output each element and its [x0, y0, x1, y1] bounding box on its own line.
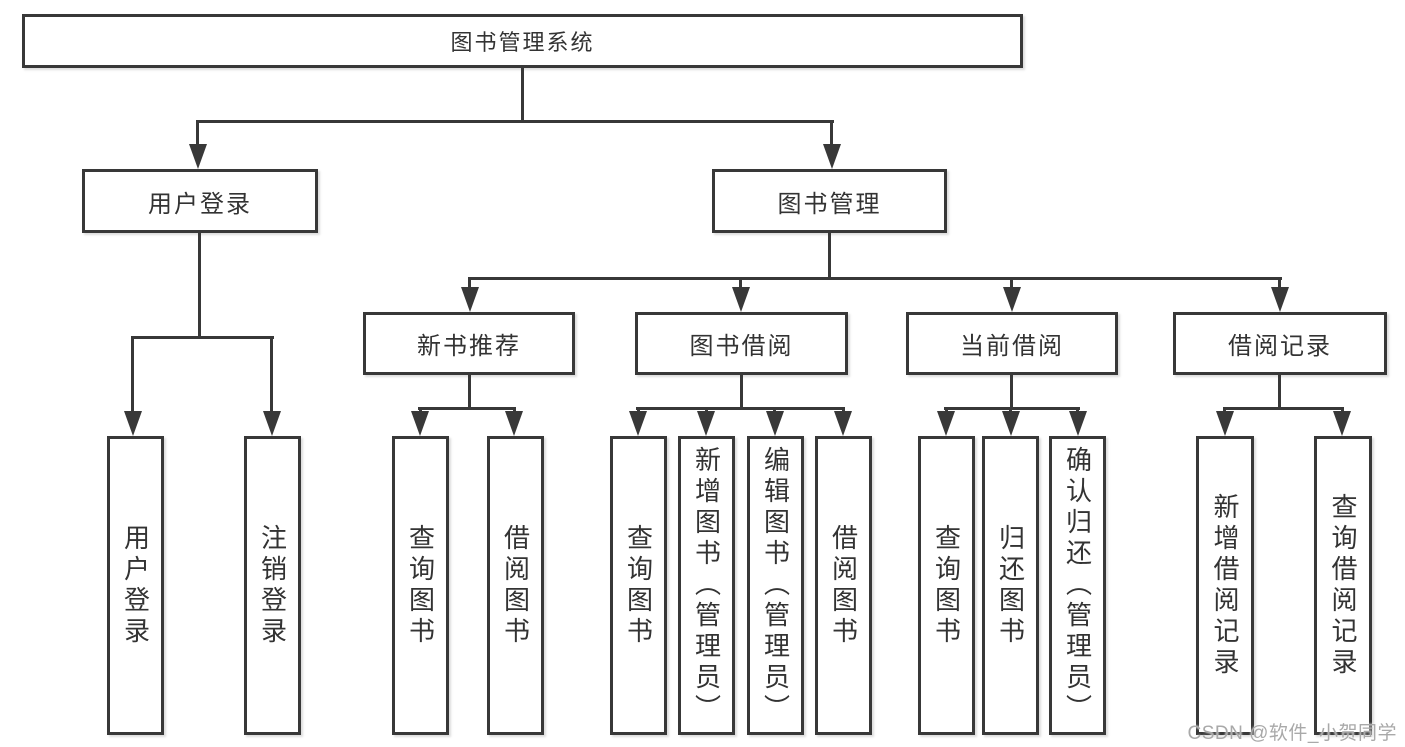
leaf-query-books-borrow: 查询图书 — [610, 436, 667, 735]
leaf-add-book-admin: 新增图书（管理员） — [678, 436, 735, 735]
arrowhead-leaf — [1069, 411, 1087, 436]
arrowhead-borrow-records — [1271, 287, 1289, 312]
node-current-borrow: 当前借阅 — [906, 312, 1118, 375]
connector-borrow-records-stem — [1278, 375, 1281, 410]
branch-line-borrow-records — [1223, 407, 1343, 410]
arrow-shaft-user-login — [196, 120, 199, 150]
leaf-borrow-books-recommend: 借阅图书 — [487, 436, 544, 735]
connector-user-login-stem — [198, 233, 201, 339]
leaf-add-borrow-record: 新增借阅记录 — [1196, 436, 1254, 735]
node-root-system: 图书管理系统 — [22, 14, 1023, 68]
branch-line-current-borrow — [944, 407, 1080, 410]
arrowhead-leaf — [1333, 411, 1351, 436]
arrow-shaft-book-mgmt — [830, 120, 833, 150]
branch-line-user-login — [131, 336, 274, 339]
leaf-borrow-books: 借阅图书 — [815, 436, 872, 735]
leaf-user-login: 用户登录 — [107, 436, 164, 735]
arrow-shaft-book-borrow — [739, 277, 742, 292]
leaf-edit-book-admin: 编辑图书（管理员） — [747, 436, 804, 735]
node-book-management: 图书管理 — [712, 169, 947, 233]
leaf-logout: 注销登录 — [244, 436, 301, 735]
arrowhead-user-login — [189, 144, 207, 169]
branch-line-level3 — [468, 277, 1282, 280]
arrowhead-login-leaf — [124, 411, 142, 436]
arrowhead-leaf — [629, 411, 647, 436]
node-book-borrow: 图书借阅 — [635, 312, 848, 375]
branch-line-book-borrow — [636, 407, 845, 410]
connector-book-borrow-stem — [740, 375, 743, 410]
arrowhead-leaf — [505, 411, 523, 436]
connector-current-borrow-stem — [1010, 375, 1013, 410]
arrowhead-book-borrow — [732, 287, 750, 312]
arrowhead-leaf — [697, 411, 715, 436]
arrowhead-leaf — [937, 411, 955, 436]
arrow-shaft-current-borrow — [1010, 277, 1013, 292]
connector-new-books-stem — [468, 375, 471, 410]
arrow-shaft-borrow-records — [1278, 277, 1281, 292]
arrowhead-leaf — [411, 411, 429, 436]
arrowhead-leaf — [1216, 411, 1234, 436]
arrow-shaft-new-books — [468, 277, 471, 292]
node-borrow-records: 借阅记录 — [1173, 312, 1387, 375]
leaf-query-books-recommend: 查询图书 — [392, 436, 449, 735]
arrowhead-book-mgmt — [823, 144, 841, 169]
leaf-query-books-current: 查询图书 — [918, 436, 975, 735]
leaf-confirm-return-admin: 确认归还（管理员） — [1049, 436, 1106, 735]
arrow-shaft-logout-leaf — [270, 336, 273, 416]
arrow-shaft-login-leaf — [131, 336, 134, 416]
arrowhead-leaf — [834, 411, 852, 436]
leaf-query-borrow-record: 查询借阅记录 — [1314, 436, 1372, 735]
connector-root-stem — [521, 68, 524, 123]
arrowhead-new-books — [461, 287, 479, 312]
branch-line-new-books — [418, 407, 516, 410]
node-new-book-recommend: 新书推荐 — [363, 312, 575, 375]
arrowhead-leaf — [1002, 411, 1020, 436]
arrowhead-logout-leaf — [263, 411, 281, 436]
arrowhead-leaf — [766, 411, 784, 436]
leaf-return-books: 归还图书 — [982, 436, 1039, 735]
branch-line-level1 — [197, 120, 834, 123]
arrowhead-current-borrow — [1003, 287, 1021, 312]
node-user-login: 用户登录 — [82, 169, 318, 233]
connector-book-mgmt-stem — [828, 233, 831, 280]
csdn-watermark: CSDN @软件_小贺同学 — [1187, 723, 1397, 744]
